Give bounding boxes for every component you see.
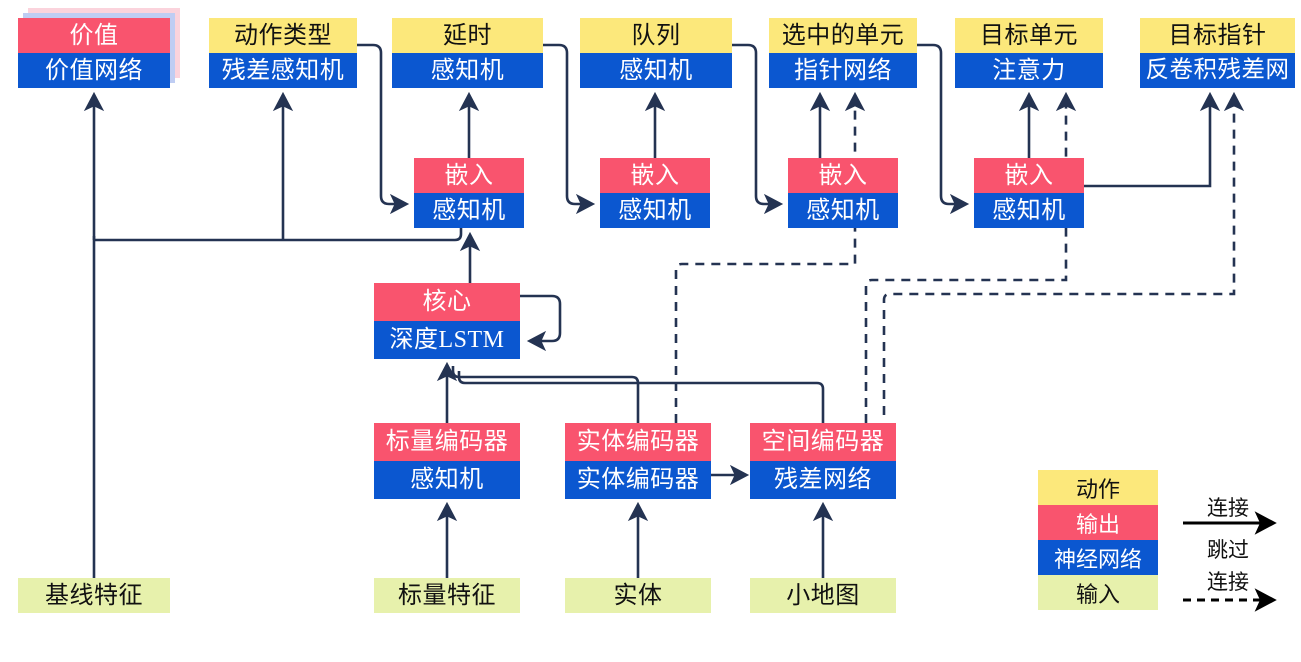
node-entity-encoder-bottom-label: 实体编码器 bbox=[565, 461, 711, 499]
node-embed-1-top-label: 嵌入 bbox=[414, 158, 524, 193]
node-embed-2-top-label: 嵌入 bbox=[600, 158, 710, 193]
node-spatial-encoder-top-label: 空间编码器 bbox=[750, 423, 896, 461]
node-selected-units-top-label: 选中的单元 bbox=[769, 18, 917, 53]
legend-swatches: 动作输出神经网络输入 bbox=[1038, 470, 1158, 610]
node-embed-4-top-label: 嵌入 bbox=[974, 158, 1084, 193]
node-core[interactable]: 核心深度LSTM bbox=[374, 283, 520, 359]
legend-swatch-action: 动作 bbox=[1038, 470, 1158, 505]
node-delay[interactable]: 延时感知机 bbox=[392, 18, 543, 88]
node-core-bottom-label: 深度LSTM bbox=[374, 321, 520, 359]
node-scalar-encoder[interactable]: 标量编码器感知机 bbox=[374, 423, 520, 499]
node-action-type-top-label: 动作类型 bbox=[209, 18, 357, 53]
node-queued[interactable]: 队列感知机 bbox=[580, 18, 732, 88]
legend-skip-label-line1: 跳过 bbox=[1207, 538, 1249, 562]
node-entities-top-label: 实体 bbox=[565, 578, 711, 613]
node-selected-units-bottom-label: 指针网络 bbox=[769, 53, 917, 88]
node-embed-2-bottom-label: 感知机 bbox=[600, 193, 710, 228]
node-core-top-label: 核心 bbox=[374, 283, 520, 321]
node-embed-3-bottom-label: 感知机 bbox=[788, 193, 898, 228]
node-spatial-encoder-bottom-label: 残差网络 bbox=[750, 461, 896, 499]
node-embed-4[interactable]: 嵌入感知机 bbox=[974, 158, 1084, 228]
node-selected-units[interactable]: 选中的单元指针网络 bbox=[769, 18, 917, 88]
node-minimap-top-label: 小地图 bbox=[750, 578, 896, 613]
node-embed-3[interactable]: 嵌入感知机 bbox=[788, 158, 898, 228]
node-scalar-encoder-bottom-label: 感知机 bbox=[374, 461, 520, 499]
node-embed-1-bottom-label: 感知机 bbox=[414, 193, 524, 228]
node-target-point-bottom-label: 反卷积残差网 bbox=[1140, 53, 1295, 88]
node-embed-4-bottom-label: 感知机 bbox=[974, 193, 1084, 228]
node-entity-encoder-top-label: 实体编码器 bbox=[565, 423, 711, 461]
node-embed-2[interactable]: 嵌入感知机 bbox=[600, 158, 710, 228]
node-queued-bottom-label: 感知机 bbox=[580, 53, 732, 88]
node-value-top-label: 价值 bbox=[18, 18, 170, 53]
node-entities[interactable]: 实体 bbox=[565, 578, 711, 613]
node-scalar-features[interactable]: 标量特征 bbox=[374, 578, 520, 613]
node-entity-encoder[interactable]: 实体编码器实体编码器 bbox=[565, 423, 711, 499]
node-action-type[interactable]: 动作类型残差感知机 bbox=[209, 18, 357, 88]
node-delay-top-label: 延时 bbox=[392, 18, 543, 53]
node-target-point[interactable]: 目标指针反卷积残差网 bbox=[1140, 18, 1295, 88]
node-target-unit-bottom-label: 注意力 bbox=[955, 53, 1103, 88]
node-target-unit[interactable]: 目标单元注意力 bbox=[955, 18, 1103, 88]
node-target-unit-top-label: 目标单元 bbox=[955, 18, 1103, 53]
legend-skip-label-line2: 连接 bbox=[1207, 570, 1249, 594]
legend-swatch-network: 神经网络 bbox=[1038, 540, 1158, 575]
node-scalar-features-top-label: 标量特征 bbox=[374, 578, 520, 613]
node-action-type-bottom-label: 残差感知机 bbox=[209, 53, 357, 88]
node-embed-3-top-label: 嵌入 bbox=[788, 158, 898, 193]
node-baseline-features-top-label: 基线特征 bbox=[18, 578, 170, 613]
node-target-point-top-label: 目标指针 bbox=[1140, 18, 1295, 53]
legend-swatch-input: 输入 bbox=[1038, 575, 1158, 610]
node-value-bottom-label: 价值网络 bbox=[18, 53, 170, 88]
node-queued-top-label: 队列 bbox=[580, 18, 732, 53]
node-delay-bottom-label: 感知机 bbox=[392, 53, 543, 88]
legend-swatch-output: 输出 bbox=[1038, 505, 1158, 540]
node-spatial-encoder[interactable]: 空间编码器残差网络 bbox=[750, 423, 896, 499]
node-minimap[interactable]: 小地图 bbox=[750, 578, 896, 613]
node-baseline-features[interactable]: 基线特征 bbox=[18, 578, 170, 613]
node-value[interactable]: 价值价值网络 bbox=[18, 18, 170, 88]
node-embed-1[interactable]: 嵌入感知机 bbox=[414, 158, 524, 228]
legend-connection-label: 连接 bbox=[1207, 496, 1249, 520]
node-scalar-encoder-top-label: 标量编码器 bbox=[374, 423, 520, 461]
